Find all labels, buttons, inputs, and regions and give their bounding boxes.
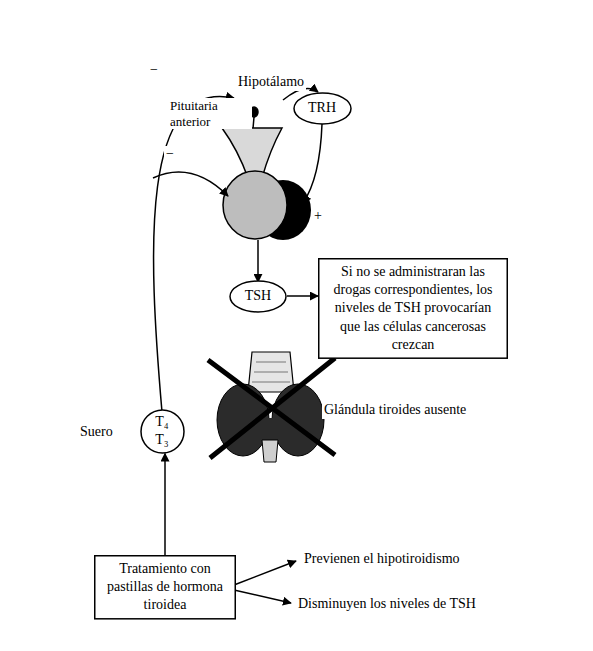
hormone-oval: TRH bbox=[293, 92, 352, 125]
effect-label: Previenen el hipotiroidismo bbox=[302, 551, 462, 568]
sign-label: − bbox=[148, 62, 160, 79]
hormone-oval: TSH bbox=[229, 280, 287, 313]
node-text: TSH bbox=[245, 287, 271, 305]
box-outline bbox=[95, 556, 236, 619]
box-outline bbox=[319, 259, 508, 358]
sign-label: + bbox=[312, 208, 324, 225]
oval-outline bbox=[294, 93, 351, 124]
serum-circle: T₄ T₃ bbox=[140, 409, 185, 454]
oval-outline bbox=[141, 410, 184, 453]
structure-label: Pituitaria anterior bbox=[168, 98, 252, 129]
treatment-box: Tratamiento con pastillas de hormona tir… bbox=[94, 555, 236, 620]
node-text: Tratamiento con pastillas de hormona tir… bbox=[99, 560, 231, 615]
structure-label: Hipotálamo bbox=[236, 74, 306, 91]
structure-label: Glándula tiroides ausente bbox=[322, 402, 468, 419]
anterior-pituitary bbox=[223, 171, 287, 239]
oval-outline bbox=[230, 281, 286, 312]
node-text: T₄ T₃ bbox=[155, 413, 168, 449]
structure-label: Suero bbox=[78, 424, 115, 441]
sign-label: − bbox=[164, 146, 176, 163]
node-text: Si no se administraran las drogas corres… bbox=[323, 263, 503, 354]
connector-arrow bbox=[287, 295, 318, 297]
connector-arrow bbox=[164, 454, 166, 556]
regulation-arrows bbox=[153, 88, 322, 603]
node-text: TRH bbox=[308, 99, 336, 117]
effect-label: Disminuyen los niveles de TSH bbox=[296, 596, 478, 613]
cross-mark bbox=[208, 358, 335, 458]
note-box: Si no se administraran las drogas corres… bbox=[318, 258, 508, 359]
